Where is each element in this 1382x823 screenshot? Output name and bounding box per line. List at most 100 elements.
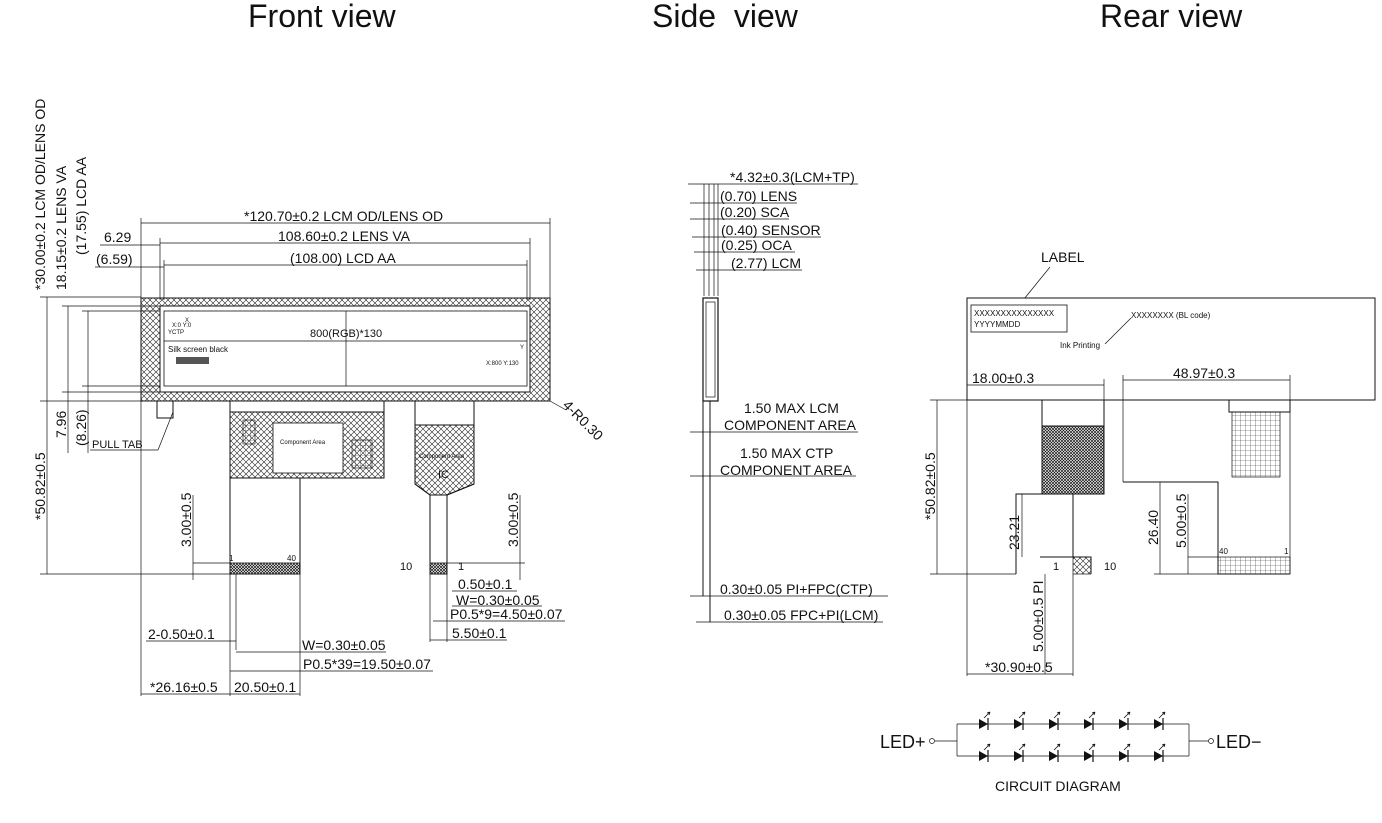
vdim-lcd-aa: (17.55) LCD AA <box>73 156 89 255</box>
lcm-pin-1: 1 <box>229 554 234 563</box>
side-view: *4.32±0.3(LCM+TP) (0.70) LENS (0.20) SCA… <box>688 169 888 623</box>
led-diode <box>979 711 991 730</box>
dim-5-50: 5.50±0.1 <box>452 625 507 641</box>
led-diode <box>1049 711 1061 730</box>
title-front-view: Front view <box>248 0 396 34</box>
ctp-fpc-gold-fingers <box>429 562 448 575</box>
side-lcm: (2.77) LCM <box>731 255 801 271</box>
component-area-label-1: Component Area <box>280 440 326 446</box>
side-max-lcm-1: 1.50 MAX LCM <box>744 400 839 416</box>
rear-label-box <box>970 304 1068 333</box>
dim-lens-va: 108.60±0.2 LENS VA <box>278 228 411 244</box>
rear-label-title: LABEL <box>1041 249 1085 265</box>
dim-w-0-30-lcm: W=0.30±0.05 <box>302 637 386 653</box>
side-fpc-lcm: 0.30±0.05 FPC+PI(LCM) <box>724 607 878 623</box>
vdim-lens-va: 18.15±0.2 LENS VA <box>53 165 69 290</box>
rear-vdim-50-82: *50.82±0.5 <box>922 452 938 520</box>
rear-dim-18-00: 18.00±0.3 <box>972 370 1034 386</box>
circuit-caption: CIRCUIT DIAGRAM <box>995 778 1121 794</box>
rear-vdim-26-40: 26.40 <box>1145 510 1161 545</box>
side-oca: (0.25) OCA <box>721 237 792 253</box>
led-diode <box>1014 743 1026 762</box>
side-max-ctp-2: COMPONENT AREA <box>720 462 853 478</box>
led-diode <box>1154 711 1166 730</box>
led-diode <box>979 743 991 762</box>
dim-w-0-30-ctp: W=0.30±0.05 <box>456 592 540 608</box>
dim-20-50: 20.50±0.1 <box>234 679 296 695</box>
side-sca: (0.20) SCA <box>720 204 790 220</box>
dim-6-59: (6.59) <box>96 251 133 267</box>
dim-2x0-50: 2-0.50±0.1 <box>148 626 215 642</box>
dim-0-50: 0.50±0.1 <box>458 576 513 592</box>
rear-label-line-2: YYYYMMDD <box>974 320 1020 329</box>
ctp-pin-1: 1 <box>458 561 464 573</box>
side-sensor: (0.40) SENSOR <box>721 222 821 238</box>
dim-lcm-od: *120.70±0.2 LCM OD/LENS OD <box>244 208 443 224</box>
led-diodes <box>979 711 1166 762</box>
side-lens: (0.70) LENS <box>720 188 797 204</box>
side-fpc-ctp: 0.30±0.05 PI+FPC(CTP) <box>720 581 873 597</box>
rear-ctp-fpc-grid <box>1231 411 1281 478</box>
ctp-label: YCTP <box>168 330 184 336</box>
origin-label: X:0 Y:0 <box>172 323 192 329</box>
rear-pin-40: 40 <box>1219 547 1228 556</box>
led-diode <box>1049 743 1061 762</box>
corner-radius: 4-R0.30 <box>560 397 607 444</box>
silk-screen-label: Silk screen black <box>168 345 229 354</box>
led-diode <box>1119 711 1131 730</box>
rear-pin-10: 10 <box>1104 561 1116 573</box>
rear-vdim-5-00: 5.00±0.5 <box>1173 493 1189 548</box>
side-module-stack <box>702 297 719 402</box>
dim-6-29: 6.29 <box>104 229 131 245</box>
vdim-8-26: (8.26) <box>73 409 89 446</box>
pull-tab-label: PULL TAB <box>92 439 143 451</box>
rear-dim-48-97: 48.97±0.3 <box>1173 365 1235 381</box>
rear-ink-printing: Ink Printing <box>1060 341 1100 350</box>
lcm-pin-40: 40 <box>287 554 296 563</box>
led-diode <box>1119 743 1131 762</box>
led-diode <box>1154 743 1166 762</box>
component-area-box <box>272 422 344 474</box>
lcd-active-area <box>163 310 528 387</box>
resolution-label: 800(RGB)*130 <box>310 328 382 340</box>
y-axis-end: Y <box>520 345 524 351</box>
ic-label: IC <box>438 469 449 481</box>
component-area-label-2: Component Area <box>419 454 465 460</box>
dim-26-16: *26.16±0.5 <box>150 679 218 695</box>
rear-pin-1b: 1 <box>1284 547 1289 556</box>
vdim-50-82: *50.82±0.5 <box>32 452 48 520</box>
led-diode <box>1084 743 1096 762</box>
end-label: X:800 Y:130 <box>486 361 519 367</box>
vdim-3-00-lcm: 3.00±0.5 <box>178 492 194 547</box>
dim-lcd-aa: (108.00) LCD AA <box>290 250 396 266</box>
led-diode <box>1084 711 1096 730</box>
x-axis-origin: X <box>185 318 189 324</box>
rear-dim-30-90: *30.90±0.5 <box>985 659 1053 675</box>
side-total-thickness: *4.32±0.3(LCM+TP) <box>730 169 855 185</box>
lcm-connector-pads <box>242 419 256 445</box>
dim-p0-5x39: P0.5*39=19.50±0.07 <box>303 656 431 672</box>
dim-p0-5x9: P0.5*9=4.50±0.07 <box>450 606 563 622</box>
rear-view: LABEL XXXXXXXXXXXXXXX YYYYMMDD XXXXXXXX … <box>922 249 1376 676</box>
led-plus-label: LED+ <box>880 732 926 752</box>
vdim-7-96: 7.96 <box>53 411 69 438</box>
title-side-view: Side view <box>652 0 799 34</box>
silk-screen-swatch <box>176 357 209 364</box>
ctp-fpc-component-zone <box>414 424 475 496</box>
rear-label-line-1: XXXXXXXXXXXXXXX <box>974 309 1055 318</box>
rear-pin-1: 1 <box>1053 561 1059 573</box>
rear-lcm-fingers <box>1072 556 1092 575</box>
led-minus-label: LED− <box>1216 732 1262 752</box>
vdim-3-00-ctp: 3.00±0.5 <box>505 492 521 547</box>
side-max-lcm-2: COMPONENT AREA <box>724 417 857 433</box>
vdim-lcm-od: *30.00±0.2 LCM OD/LENS OD <box>32 99 48 290</box>
rear-vdim-23-21: 23.21 <box>1006 515 1022 550</box>
rear-ctp-fingers <box>1217 556 1291 575</box>
rear-bl-code: XXXXXXXX (BL code) <box>1131 311 1211 320</box>
lcm-ic-pads <box>351 439 373 469</box>
front-view: *120.70±0.2 LCM OD/LENS OD 108.60±0.2 LE… <box>32 99 607 696</box>
ctp-pin-10: 10 <box>400 561 412 573</box>
lcm-fpc-gold-fingers <box>229 562 301 575</box>
rear-vdim-5-00-pi: 5.00±0.5 PI <box>1030 580 1046 652</box>
